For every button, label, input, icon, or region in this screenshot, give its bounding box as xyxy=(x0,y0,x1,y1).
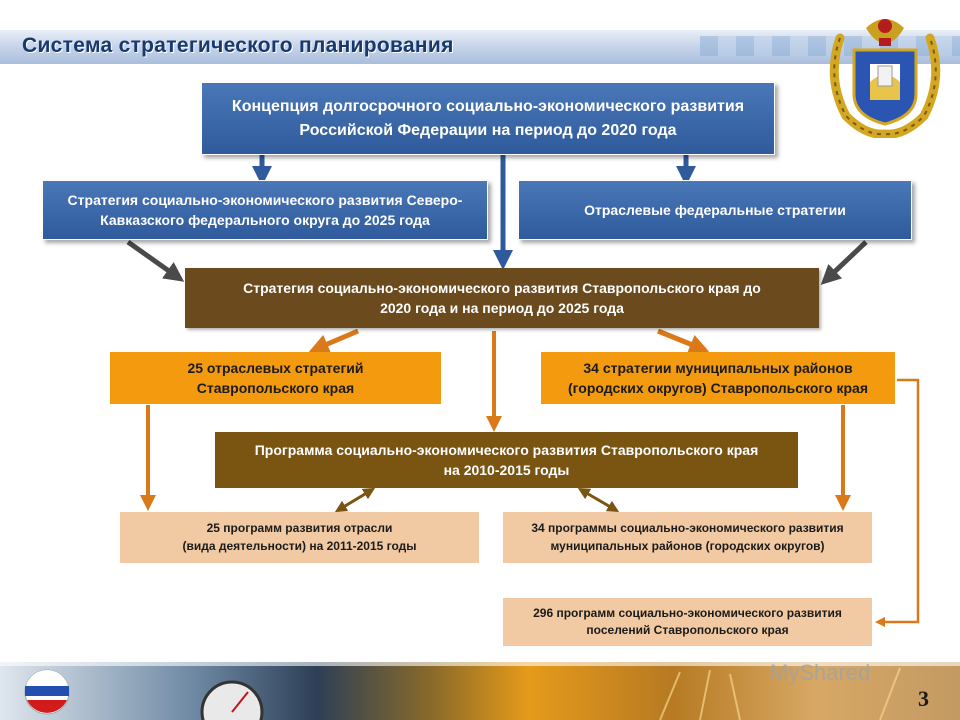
region-strategy-box: Стратегия социально-экономического разви… xyxy=(185,268,819,328)
prog34-line2: муниципальных районов (городских округов… xyxy=(550,538,825,553)
federal-strategies-box: Отраслевые федеральные стратегии xyxy=(518,180,912,240)
prog296-line2: поселений Ставропольского края xyxy=(586,623,789,637)
russia-flag-globe-icon xyxy=(24,669,70,715)
prog34-line1: 34 программы социально-экономического ра… xyxy=(531,521,844,536)
wheat-icon xyxy=(659,667,901,720)
page-number: 3 xyxy=(918,686,929,711)
muni34-line2: (городских округов) Ставропольского края xyxy=(567,380,868,396)
prog296-line1: 296 программ социально-экономического ра… xyxy=(533,605,842,620)
watermark-myshared: MyShared xyxy=(770,660,871,685)
region-line1: Стратегия социально-экономического разви… xyxy=(243,279,761,296)
arrow-program-prog34 xyxy=(577,487,620,513)
regional-program-box: Программа социально-экономического разви… xyxy=(215,432,798,488)
municipal-programs-box: 34 программы социально-экономического ра… xyxy=(503,512,872,563)
pressure-gauge-icon xyxy=(200,680,264,720)
settlement-programs-box: 296 программ социально-экономического ра… xyxy=(503,598,872,646)
concept-box: Концепция долгосрочного социально-эконом… xyxy=(201,82,775,155)
arrow-muni34-prog296 xyxy=(875,378,920,627)
program-line1: Программа социально-экономического разви… xyxy=(254,441,759,458)
coat-of-arms-icon xyxy=(829,19,941,138)
program-line2: на 2010-2015 годы xyxy=(443,462,570,478)
arrow-region-sector25 xyxy=(308,328,359,354)
concept-line1: Концепция долгосрочного социально-эконом… xyxy=(231,98,745,116)
skfo-line2: Кавказского федерального округа до 2025 … xyxy=(100,212,430,228)
sector25-line1: 25 отраслевых стратегий xyxy=(187,359,364,376)
arrow-skfo-region xyxy=(126,239,185,282)
municipal-strategies-box: 34 стратегии муниципальных районов (город… xyxy=(541,352,895,404)
page-title: Система стратегического планирования xyxy=(22,34,454,57)
region-line2: 2020 года и на период до 2025 года xyxy=(380,300,624,316)
sector25-line2: Ставропольского края xyxy=(196,380,355,396)
arrow-federal-region xyxy=(820,240,868,285)
arrow-region-muni34 xyxy=(657,328,710,354)
sector-programs-box: 25 программ развития отрасли (вида деятел… xyxy=(120,512,479,563)
prog25-line2: (вида деятельности) на 2011-2015 годы xyxy=(182,538,417,553)
bottom-photo-strip xyxy=(0,662,960,720)
skfo-strategy-box: Стратегия социально-экономического разви… xyxy=(42,180,488,240)
concept-line2: Российской Федерации на период до 2020 г… xyxy=(299,121,677,139)
skfo-line1: Стратегия социально-экономического разви… xyxy=(67,191,463,208)
muni34-line1: 34 стратегии муниципальных районов xyxy=(583,359,853,376)
federal-label: Отраслевые федеральные стратегии xyxy=(584,201,846,218)
arrow-program-prog25 xyxy=(334,487,376,513)
prog25-line1: 25 программ развития отрасли xyxy=(206,521,393,536)
